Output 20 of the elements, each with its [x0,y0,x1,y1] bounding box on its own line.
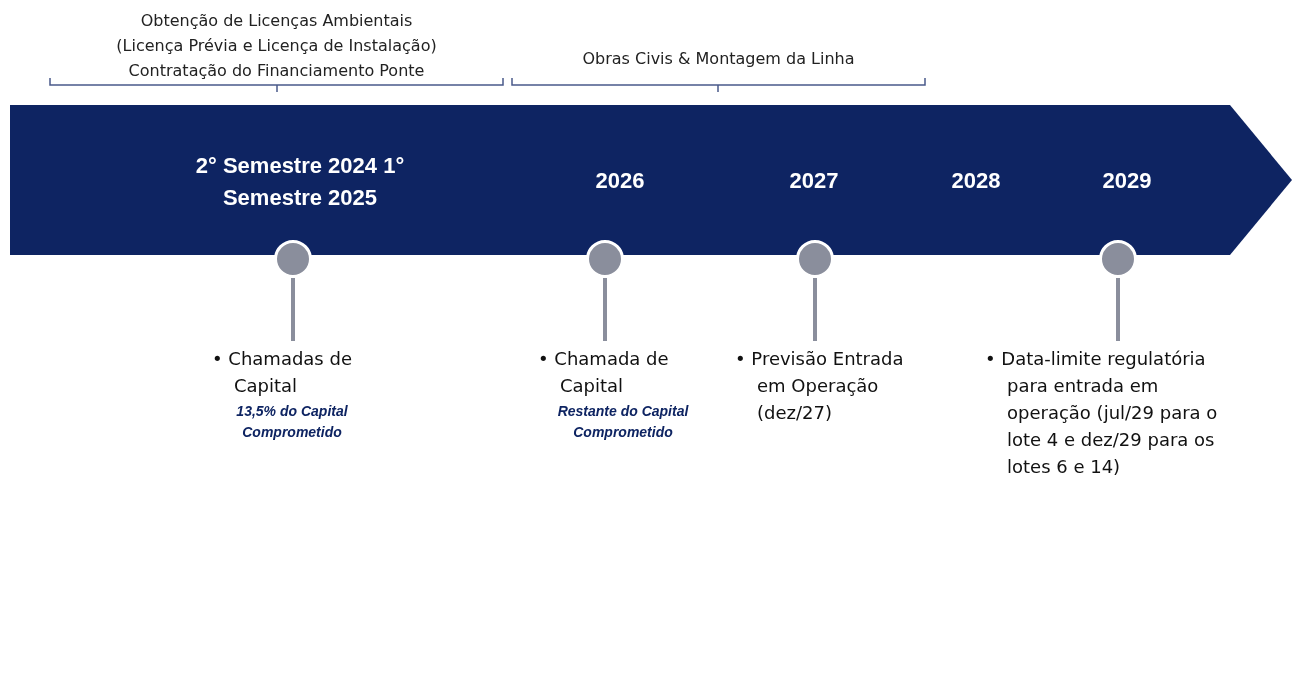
connector-line [1116,278,1120,341]
connector-line [813,278,817,341]
year-label: 2027 [764,165,864,197]
connector-line [603,278,607,341]
milestone-title: • Chamada de Capital [538,347,670,398]
milestone-title: • Data-limite regulatória para entrada em operação (jul/29 para o lote 4 e dez/29 para os lotes 6 e 14) [985,347,1219,479]
milestone-title: • Previsão Entrada em Operação (dez/27) [735,347,905,425]
milestone-note: 13,5% do Capital Comprometido [235,402,349,442]
year-label: 2° Semestre 2024 1° Semestre 2025 [180,150,420,214]
connector-line [291,278,295,341]
year-label: 2028 [926,165,1026,197]
milestone-note: Restante do Capital Comprometido [556,402,690,442]
phase-label: Obtenção de Licenças Ambientais [139,10,414,32]
phase-label: (Licença Prévia e Licença de Instalação) [115,35,438,57]
phase-label: Obras Civis & Montagem da Linha [581,48,856,70]
timeline-band [10,105,1292,255]
year-label: 2026 [570,165,670,197]
milestone-title: • Chamadas de Capital [212,347,353,398]
year-label: 2029 [1077,165,1177,197]
phase-label: Contratação do Financiamento Ponte [127,60,426,82]
